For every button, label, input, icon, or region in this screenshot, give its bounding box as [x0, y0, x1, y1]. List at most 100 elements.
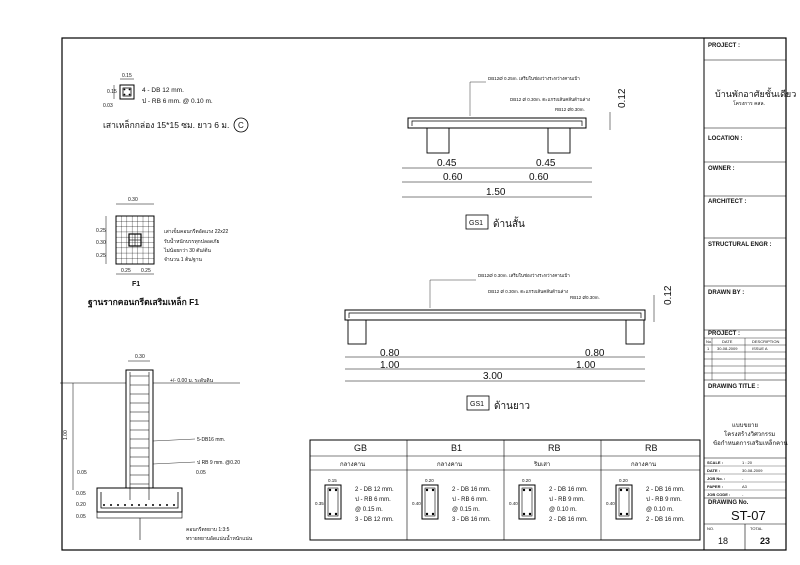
- footing-dim-bottom-2: 0.25: [141, 268, 151, 274]
- footing-dim-left-3: 0.25: [96, 253, 106, 259]
- sheet-total-label: TOTAL: [750, 526, 763, 531]
- job-label: JOB No. :: [707, 476, 726, 481]
- section-dim-height: 1.00: [63, 430, 69, 440]
- rev-row-date: 30-08-2009: [717, 346, 738, 351]
- sheet-border: [61, 37, 787, 551]
- footing-note-4: จำนวน 1 ต้น/ฐาน: [164, 256, 203, 263]
- beam-rebar-3-2: @ 0.10 m.: [646, 507, 674, 513]
- gs1-long-note-rb: RB12 Ø0.30m.: [570, 295, 600, 300]
- column-tag: C: [238, 121, 244, 130]
- beam-rebar-3-0: 2 - DB 16 mm.: [646, 487, 685, 493]
- column-rebar-stirrup: ป - RB 6 mm. @ 0.10 m.: [142, 98, 213, 105]
- section-dim-top: 0.30: [135, 354, 145, 360]
- beam-rebar-0-1: ป - RB 6 mm.: [355, 496, 391, 503]
- scale-value: 1 : 20: [742, 460, 753, 465]
- column-rebar-main: 4 - DB 12 mm.: [142, 87, 184, 94]
- structural-label: STRUCTURAL ENGR :: [708, 242, 772, 248]
- beam-gs1-long: DB12Ø 0.30m. เสริมในช่องว่างระหว่างคานเป…: [344, 273, 674, 412]
- title-block-lines: [704, 59, 786, 550]
- sheet-no: 18: [718, 536, 729, 546]
- project-name: บ้านพักอาศัยชั้นเดียว: [715, 89, 797, 99]
- footing-dim-left-2: 0.30: [96, 240, 106, 246]
- drawing-title-line-2: โครงสร้างวิศวกรรม: [724, 432, 776, 438]
- jobcode-value: -: [742, 492, 744, 497]
- gs1-short-dim-1: 0.45: [437, 158, 457, 169]
- beam-name-0: GB: [354, 443, 367, 453]
- beam-rebar-0-0: 2 - DB 12 mm.: [355, 487, 394, 493]
- footing-dim-top: 0.30: [128, 197, 138, 203]
- beam-rebar-2-3: 2 - DB 16 mm.: [549, 517, 588, 523]
- beam-width-3: 0.20: [619, 478, 628, 483]
- gs1-short-dim-5: 1.50: [486, 187, 506, 198]
- footing-tag: F1: [132, 281, 140, 288]
- gs1-long-dim-2: 0.80: [585, 348, 605, 359]
- beam-rebar-2-2: @ 0.10 m.: [549, 507, 577, 513]
- footing-dim-left-1: 0.25: [96, 228, 106, 234]
- scale-label: SCALE :: [707, 460, 723, 465]
- gs1-short-caption: ด้านสั้น: [493, 216, 525, 230]
- gs1-long-thickness: 0.12: [663, 285, 674, 305]
- beam-height-3: 0.40: [606, 501, 615, 506]
- owner-label: OWNER :: [708, 166, 735, 172]
- project-label: PROJECT :: [708, 43, 741, 49]
- drawing-no-label: DRAWING No.: [708, 500, 749, 506]
- section-note-2: ทรายหยาบอัดแน่นน้ำหนักแน่น: [186, 533, 253, 542]
- column-c-detail: 0.15 0.15 0.03 4 - DB 12 mm. ป - RB 6 mm…: [103, 73, 249, 133]
- date-value: 30-08-2009: [742, 468, 763, 473]
- gs1-short-note-rb: RB12 Ø0.30m.: [555, 107, 585, 112]
- beam-name-1: B1: [451, 443, 462, 453]
- drawing-no: ST-07: [731, 508, 766, 523]
- job-value: -: [742, 476, 744, 481]
- sheet-no-label: NO.: [707, 526, 715, 531]
- section-base-dim-1: 0.05: [76, 491, 86, 497]
- beam-rebar-3-3: 2 - DB 16 mm.: [646, 517, 685, 523]
- paper-value: A3: [742, 484, 747, 489]
- beam-height-2: 0.40: [509, 501, 518, 506]
- footing-note-3: ไม่น้อยกว่า 30 ตัน/ต้น: [163, 247, 211, 254]
- gs1-long-dim-1: 0.80: [380, 348, 400, 359]
- gs1-short-dim-2: 0.45: [536, 158, 556, 169]
- date-label: DATE :: [707, 468, 721, 473]
- beam-name-3: RB: [645, 443, 658, 453]
- beam-position-2: ริมเสา: [533, 461, 550, 468]
- beam-rebar-2-0: 2 - DB 16 mm.: [549, 487, 588, 493]
- section-base-dim-3: 0.05: [76, 514, 86, 520]
- footing-note-2: รับน้ำหนักบรรทุกปลอดภัย: [164, 236, 219, 245]
- footing-section: 0.30 +/- 0.00 ม. ระดับดิน 1.00 5-DB16 mm…: [60, 354, 253, 542]
- column-dim-top: 0.15: [122, 73, 132, 79]
- section-rebar-1: 5-DB16 mm.: [197, 437, 225, 443]
- rev-header-description: DESCRIPTION: [752, 339, 780, 344]
- beam-rebar-1-1: ป - RB 6 mm.: [452, 496, 488, 503]
- gs1-short-note-mid: DB12 Ø 0.30m. ตะแกรงเส้นคลีนด้านล่าง: [510, 97, 590, 102]
- beam-rebar-1-0: 2 - DB 16 mm.: [452, 487, 491, 493]
- beam-width-1: 0.20: [425, 478, 434, 483]
- architect-label: ARCHITECT :: [708, 199, 747, 205]
- beam-rebar-1-2: @ 0.15 m.: [452, 507, 480, 513]
- gs1-long-dim-3: 1.00: [380, 360, 400, 371]
- beam-rebar-1-3: 3 - DB 16 mm.: [452, 517, 491, 523]
- drawing-title-label: DRAWING TITLE :: [708, 384, 759, 390]
- gs1-short-tag: GS1: [469, 220, 483, 227]
- rev-row-description: ISSUE A: [752, 346, 768, 351]
- jobcode-label: JOB CODE :: [707, 492, 731, 497]
- section-base-dim-2: 0.20: [76, 502, 86, 508]
- drawing-title-line-3: ข้อกำหนดการเสริมเหล็กคาน: [713, 441, 788, 447]
- footing-base-bars: [103, 504, 175, 506]
- footing-note-1: เสาเข็มคอนกรีตอัดแรง 22x22: [164, 227, 229, 235]
- beam-gs1-short: DB12Ø 0.25m. เสริมในช่องว่างระหว่างคานเป…: [402, 76, 628, 230]
- beam-name-2: RB: [548, 443, 561, 453]
- beam-width-2: 0.20: [522, 478, 531, 483]
- project2-label: PROJECT :: [708, 331, 741, 337]
- column-dim-cover: 0.03: [103, 103, 113, 109]
- section-dim-05: 0.05: [77, 470, 87, 476]
- drawn-by-label: DRAWN BY :: [708, 290, 745, 296]
- gs1-long-tag: GS1: [470, 401, 484, 408]
- sheet-total: 23: [760, 536, 771, 546]
- paper-label: PAPER :: [707, 484, 723, 489]
- section-level-note: +/- 0.00 ม. ระดับดิน: [170, 377, 214, 384]
- rev-header-date: DATE: [722, 339, 733, 344]
- section-rebar-2: ป RB 9 mm. @0.20: [197, 460, 240, 466]
- section-note-1: คอนกรีตหยาบ 1:3:5: [186, 526, 230, 533]
